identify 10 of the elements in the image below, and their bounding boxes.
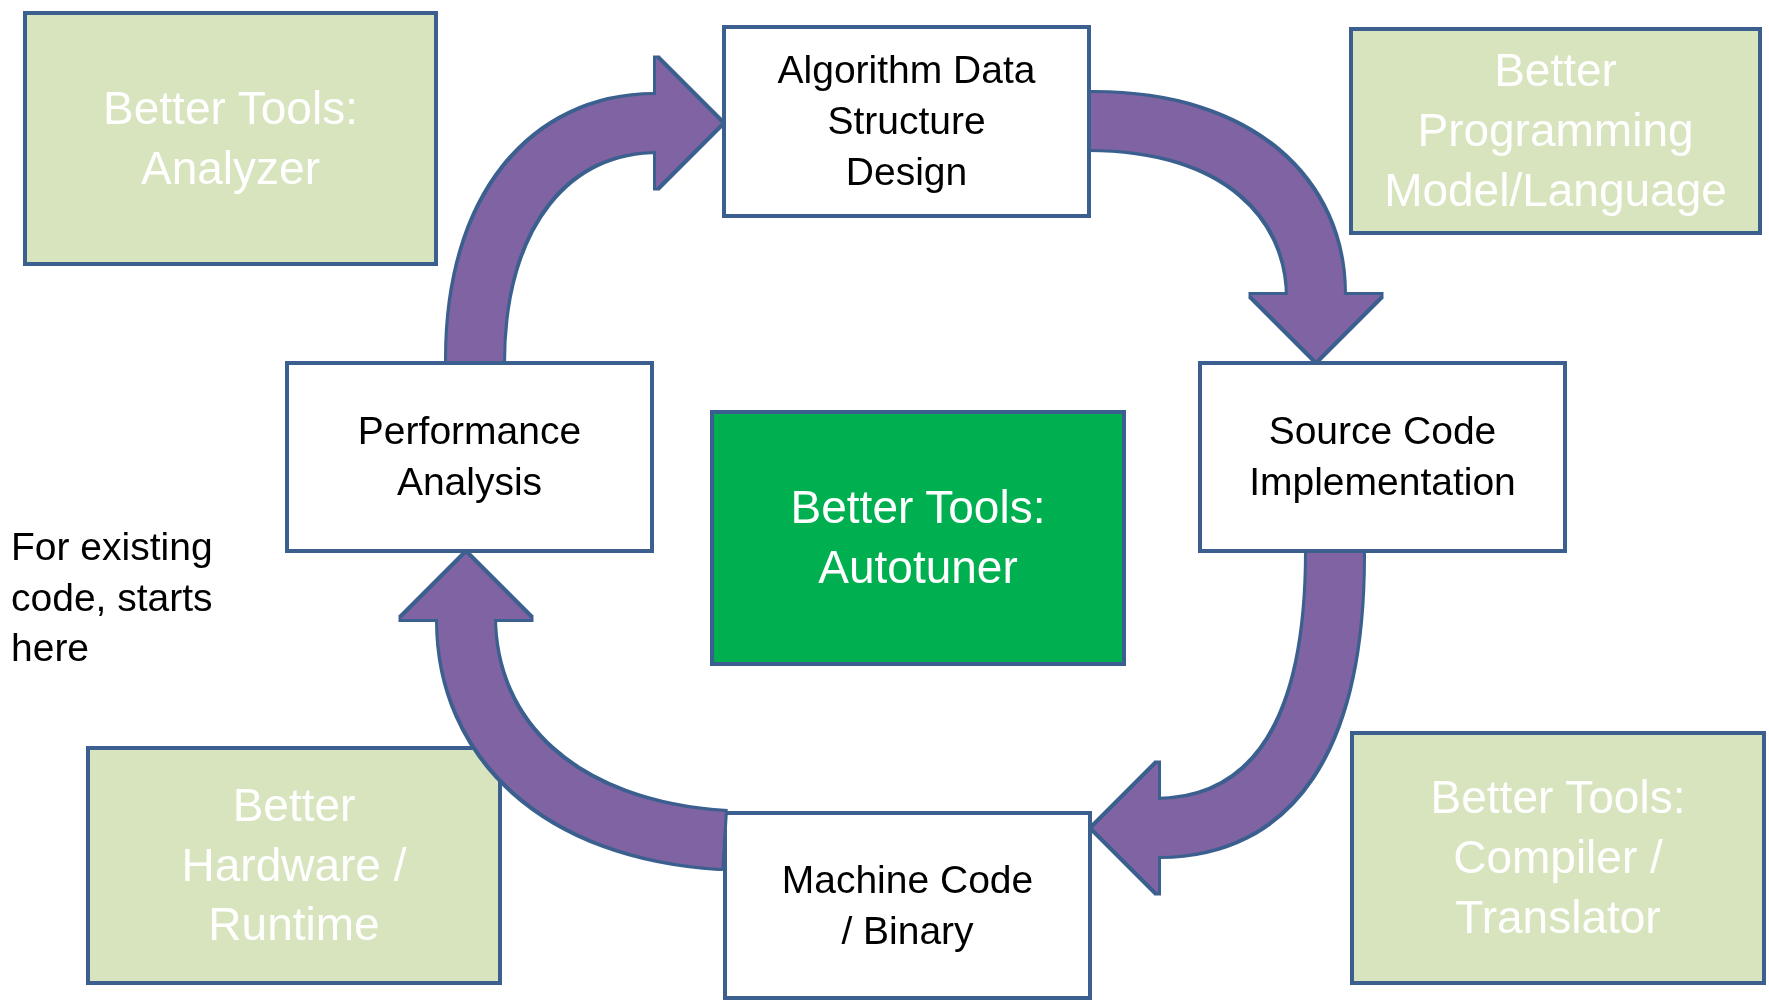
note-text: For existing code, starts here bbox=[11, 524, 214, 672]
process-box: Algorithm Data Structure Design bbox=[722, 25, 1091, 218]
process-box: Performance Analysis bbox=[285, 361, 654, 553]
tool-box: Better Tools: Analyzer bbox=[23, 11, 438, 266]
tool-box: Better Hardware / Runtime bbox=[86, 746, 502, 985]
tool-box: Better Programming Model/Language bbox=[1349, 27, 1762, 235]
process-box: Source Code Implementation bbox=[1198, 361, 1567, 553]
process-box: Machine Code / Binary bbox=[723, 811, 1092, 1000]
tool-box: Better Tools: Compiler / Translator bbox=[1350, 731, 1766, 985]
tool-box: Better Tools: Autotuner bbox=[710, 410, 1126, 666]
